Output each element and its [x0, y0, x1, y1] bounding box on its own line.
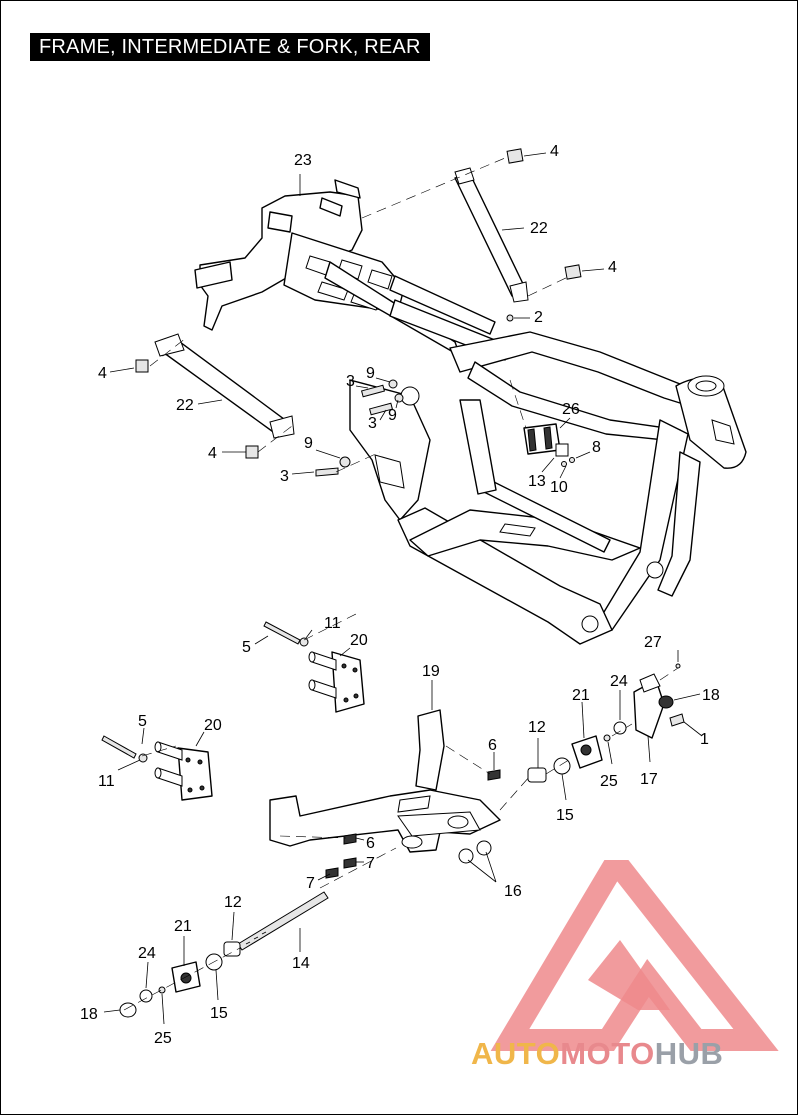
bolt-5-lower	[101, 735, 137, 759]
callout-18: 18	[702, 687, 720, 704]
stabilizer-link-upper	[454, 167, 529, 303]
callout-7: 7	[306, 875, 315, 892]
stabilizer-link-lower	[154, 333, 295, 439]
callout-16: 16	[504, 883, 522, 900]
callout-14: 14	[292, 955, 310, 972]
frame-assembly	[194, 179, 747, 645]
callout-27: 27	[644, 634, 662, 651]
callout-22: 22	[176, 397, 194, 414]
callout-17: 17	[640, 771, 658, 788]
callout-10: 10	[550, 479, 568, 496]
frame-hardware	[135, 148, 582, 477]
callout-11: 11	[98, 773, 115, 790]
callout-1: 1	[700, 731, 709, 748]
logo-text-moto: MOTO	[560, 1036, 655, 1071]
callout-13: 13	[528, 473, 546, 490]
callout-26: 26	[562, 401, 580, 418]
callout-15: 15	[210, 1005, 228, 1022]
bracket-26	[523, 423, 569, 457]
callout-4: 4	[550, 143, 559, 160]
callout-24: 24	[138, 945, 156, 962]
nut-11-upper	[299, 637, 309, 647]
logo-text-hub: HUB	[654, 1036, 724, 1071]
bolt-6-lower	[343, 833, 357, 845]
callout-9: 9	[388, 407, 397, 424]
alignment-lines	[123, 157, 679, 1011]
callout-3: 3	[368, 415, 377, 432]
bolt-7-b	[325, 867, 339, 879]
pivot-shaft-14	[237, 891, 329, 951]
callout-4: 4	[98, 365, 107, 382]
callout-7: 7	[366, 855, 375, 872]
automotohub-logo-text: AUTOMOTOHUB	[471, 1036, 723, 1072]
callout-labels: 23 4 22 4 2 4 22 4 3 9 3 9 26 8 13 10 9 …	[80, 143, 720, 1047]
callout-20: 20	[204, 717, 222, 734]
callout-5: 5	[242, 639, 251, 656]
callout-9: 9	[304, 435, 313, 452]
callout-25: 25	[154, 1030, 172, 1047]
shaft-threads	[245, 931, 267, 945]
bolt-6-upper	[487, 769, 501, 781]
callout-4: 4	[208, 445, 217, 462]
callout-19: 19	[422, 663, 440, 680]
bolt-5-upper	[263, 621, 301, 645]
callout-21: 21	[174, 918, 192, 935]
callout-12: 12	[224, 894, 242, 911]
logo-text-auto: AUTO	[471, 1036, 561, 1071]
callout-6: 6	[366, 835, 375, 852]
intermediate-frame-19	[269, 709, 501, 853]
bushing-16-b	[476, 840, 492, 856]
callout-20: 20	[350, 632, 368, 649]
mount-plate-upper-20	[308, 651, 365, 713]
callout-25: 25	[600, 773, 618, 790]
pivot-stack-right	[527, 663, 685, 783]
bushing-16-a	[458, 848, 474, 864]
nut-11-lower	[138, 753, 148, 763]
callout-9: 9	[366, 365, 375, 382]
callout-8: 8	[592, 439, 601, 456]
page-title: FRAME, INTERMEDIATE & FORK, REAR	[30, 33, 430, 61]
callout-23: 23	[294, 152, 312, 169]
mount-plate-lower-20	[154, 741, 213, 801]
callout-22: 22	[530, 220, 548, 237]
callout-4: 4	[608, 259, 617, 276]
callout-18: 18	[80, 1006, 98, 1023]
callout-3: 3	[280, 468, 289, 485]
callout-5: 5	[138, 713, 147, 730]
bolt-7-a	[343, 857, 357, 869]
callout-24: 24	[610, 673, 628, 690]
callout-11: 11	[324, 615, 341, 632]
callout-12: 12	[528, 719, 546, 736]
callout-3: 3	[346, 373, 355, 390]
automotohub-logo-triangle	[490, 860, 779, 1051]
leader-lines	[103, 152, 703, 1025]
callout-21: 21	[572, 687, 590, 704]
callout-2: 2	[534, 309, 543, 326]
callout-6: 6	[488, 737, 497, 754]
callout-15: 15	[556, 807, 574, 824]
